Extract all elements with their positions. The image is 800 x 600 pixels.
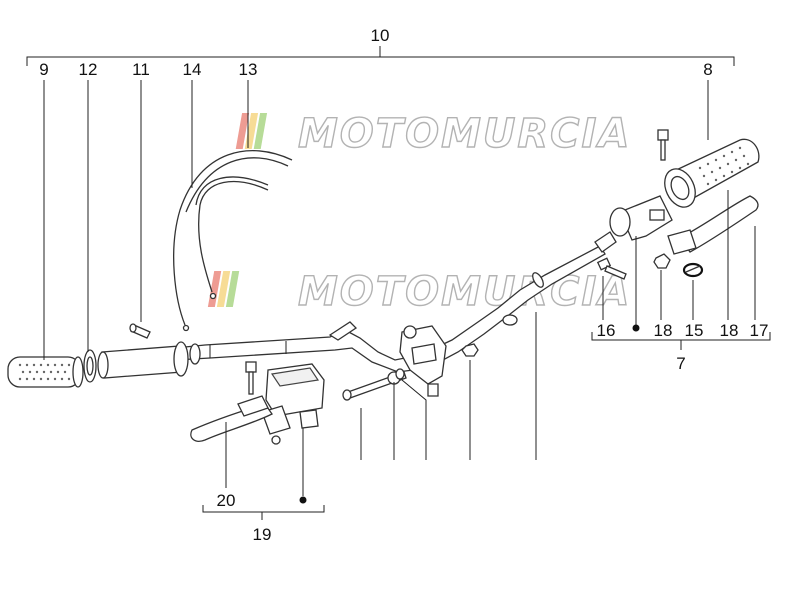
leader-lines <box>43 80 756 496</box>
watermark-text: MOTOMURCIA <box>298 111 631 157</box>
callout-17: 17 <box>750 321 769 340</box>
standard-part-dot <box>632 324 640 332</box>
throttle-sleeve <box>97 341 201 379</box>
nut-center <box>461 343 479 357</box>
callout-11: 11 <box>132 60 150 79</box>
callout-13: 13 <box>239 60 258 79</box>
bracket-group-7 <box>591 324 771 350</box>
callout-18-nut: 18 <box>654 321 673 340</box>
watermark-text: MOTOMURCIA <box>298 269 631 315</box>
screw-11 <box>129 323 151 339</box>
callout-16: 16 <box>597 321 616 340</box>
cable-14 <box>195 176 269 300</box>
watermark-middle: MOTOMURCIA <box>207 268 631 316</box>
brake-lever-right <box>667 195 759 255</box>
callout-20: 20 <box>217 491 236 510</box>
callout-10: 10 <box>371 26 390 45</box>
callout-9: 9 <box>39 60 48 79</box>
callout-labels: 10 9 12 11 14 13 8 16 18 15 18 17 7 20 1… <box>39 26 768 544</box>
standard-part-dot <box>299 496 307 504</box>
switch-housing <box>399 325 447 397</box>
washer <box>83 349 97 383</box>
spring-clip-15 <box>682 262 704 278</box>
bolt-16 <box>596 257 627 280</box>
cable-13 <box>173 149 293 332</box>
long-screw <box>342 368 407 401</box>
brake-lever-left <box>190 395 273 442</box>
left-grip <box>7 356 84 388</box>
bolt-master-cylinder <box>245 361 257 395</box>
right-grip <box>664 138 760 208</box>
callout-15: 15 <box>685 321 704 340</box>
callout-19: 19 <box>253 525 272 544</box>
callout-18-grip: 18 <box>720 321 739 340</box>
callout-7: 7 <box>676 354 685 373</box>
bracket-group-19 <box>202 496 325 520</box>
grip-dot-pattern <box>18 363 71 381</box>
bolt-grip <box>657 129 669 161</box>
bracket-group-10 <box>26 46 735 66</box>
brake-master-cylinder <box>261 363 325 445</box>
grip-dot-pattern <box>698 146 750 186</box>
nut-18 <box>653 253 671 269</box>
callout-12: 12 <box>79 60 98 79</box>
watermark-top: MOTOMURCIA <box>235 110 631 158</box>
handlebar-tube <box>174 231 617 373</box>
callout-8: 8 <box>703 60 712 79</box>
callout-14: 14 <box>183 60 202 79</box>
throttle-clamp <box>609 195 673 241</box>
